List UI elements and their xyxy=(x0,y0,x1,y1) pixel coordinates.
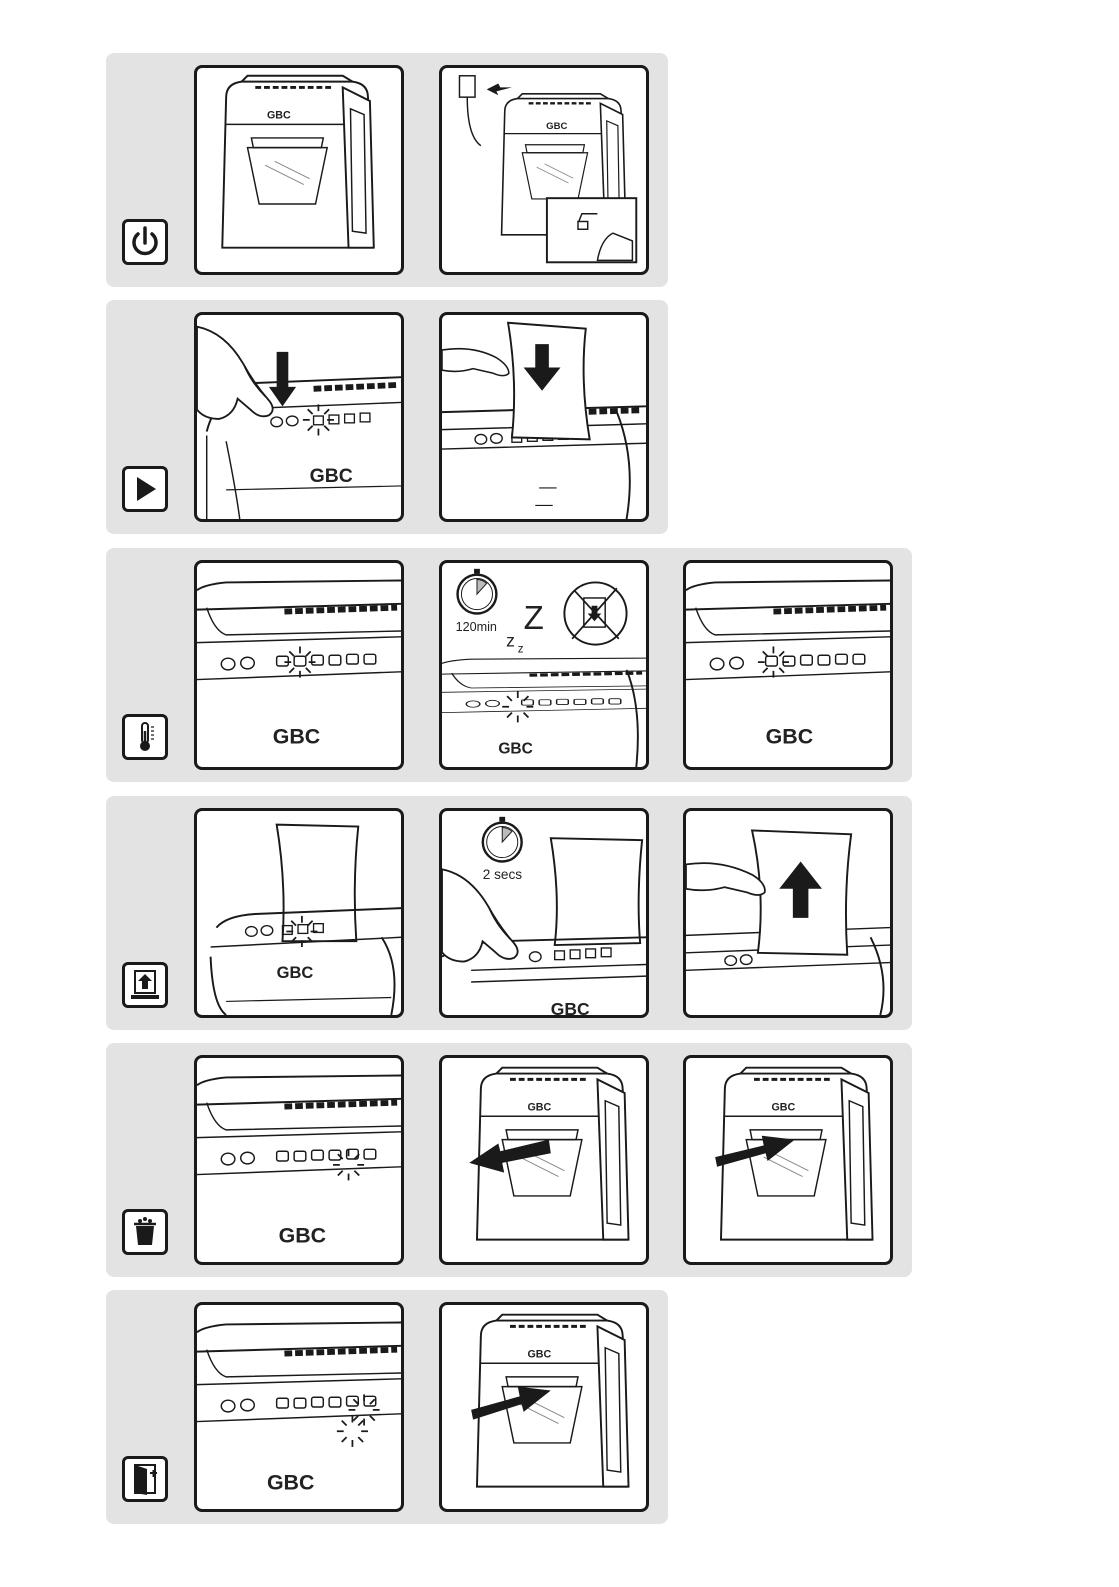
illustration-close-door: GBC xyxy=(439,1302,649,1512)
brand-logo: GBC xyxy=(766,725,813,749)
play-icon xyxy=(122,466,168,512)
brand-logo: GBC xyxy=(277,964,314,982)
illustration-plug-in: GBC xyxy=(439,65,649,275)
illustration-bin-full-light: GBC xyxy=(194,1055,404,1265)
sleep-timer-label: 120min xyxy=(456,620,497,634)
brand-logo: GBC xyxy=(267,1471,314,1495)
clock-icon xyxy=(458,569,497,614)
svg-text:z: z xyxy=(518,642,524,655)
brand-logo: GBC xyxy=(273,725,320,749)
thermometer-icon xyxy=(122,714,168,760)
brand-logo: GBC xyxy=(546,121,567,132)
brand-logo: GBC xyxy=(267,110,291,122)
illustration-resume-light: GBC xyxy=(683,560,893,770)
illustration-sleep-mode: 120min z z Z GBC xyxy=(439,560,649,770)
step-row-door-open: GBC GBC xyxy=(106,1290,668,1524)
illustration-overheat-light: GBC xyxy=(194,560,404,770)
clock-icon xyxy=(483,817,522,862)
brand-logo: GBC xyxy=(771,1101,795,1113)
step-row-power: GBC GBC xyxy=(106,53,668,287)
bin-full-icon xyxy=(122,1209,168,1255)
brand-logo: GBC xyxy=(310,465,353,487)
door-open-icon xyxy=(122,1456,168,1502)
power-icon xyxy=(122,219,168,265)
step-row-overheat: GBC 120min z z Z GBC GBC xyxy=(106,548,912,782)
illustration-shredder-front: GBC xyxy=(194,65,404,275)
paper-reverse-icon xyxy=(122,962,168,1008)
sleep-z-large-icon: Z xyxy=(524,599,544,636)
hold-time-label: 2 secs xyxy=(483,867,522,882)
brand-logo: GBC xyxy=(527,1101,551,1113)
illustration-hold-reverse: 2 secs GBC xyxy=(439,808,649,1018)
illustration-insert-paper xyxy=(439,312,649,522)
arrow-icon xyxy=(487,84,512,96)
sleep-z-icon: z xyxy=(506,631,515,651)
brand-logo: GBC xyxy=(498,740,533,757)
illustration-paper-jam: GBC xyxy=(194,808,404,1018)
brand-logo: GBC xyxy=(279,1224,326,1248)
step-row-start: GBC xyxy=(106,300,668,534)
illustration-press-button: GBC xyxy=(194,312,404,522)
illustration-door-open-light: GBC xyxy=(194,1302,404,1512)
illustration-push-bin: GBC xyxy=(683,1055,893,1265)
no-paper-icon xyxy=(564,582,626,644)
step-row-paper-jam: GBC 2 secs GBC xyxy=(106,796,912,1030)
wall-socket-icon xyxy=(459,76,475,97)
brand-logo: GBC xyxy=(551,999,590,1015)
illustration-pull-bin: GBC xyxy=(439,1055,649,1265)
illustration-remove-paper xyxy=(683,808,893,1018)
brand-logo: GBC xyxy=(527,1348,551,1360)
arrow-down-icon xyxy=(269,352,296,406)
step-row-bin-full: GBC GBC GBC xyxy=(106,1043,912,1277)
